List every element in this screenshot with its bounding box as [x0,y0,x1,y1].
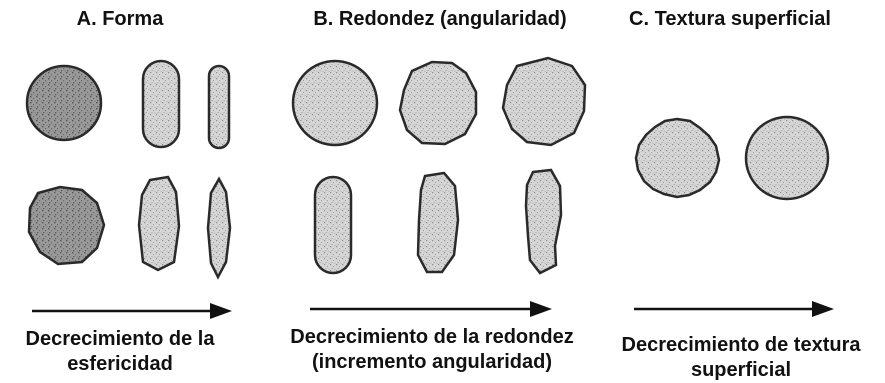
grain-b-rod-angular [524,168,563,275]
panel-b-caption: Decrecimiento de la redondez (incremento… [262,325,602,375]
grain-a-rod-thin [207,64,231,150]
panel-b-caption-line2: (incremento angularidad) [311,351,553,373]
panel-c-caption-line2: superficial [690,359,792,381]
panel-c-shapes [634,115,830,201]
grain-a-rod-medium [141,59,181,149]
grain-c-smooth [744,115,830,201]
arrow-c [634,301,834,317]
grain-b-rod-round [313,175,353,275]
arrow-a [32,303,232,319]
grain-c-rough [634,117,721,199]
panel-b-title: B. Redondez (angularidad) [313,8,567,30]
grain-b-angular [501,56,587,147]
panel-a-caption: Decrecimiento de la esfericidad [0,327,240,377]
panel-a-title: A. Forma [76,8,164,30]
grain-a-sphere [25,64,103,142]
grain-b-subround [398,60,478,146]
panel-a-caption-line2: esfericidad [67,353,173,375]
panel-c-caption: Decrecimiento de textura superficial [598,333,884,383]
grain-a-elongated [137,175,181,272]
panel-c-caption-line1: Decrecimiento de textura [621,334,861,356]
panel-a-shapes [25,59,232,280]
panel-b-shapes [291,56,587,275]
panel-a-caption-line1: Decrecimiento de la [25,328,215,350]
grain-b-rod-subangular [416,171,460,274]
panel-b-caption-line1: Decrecimiento de la redondez [290,326,574,348]
arrow-b [310,301,552,317]
grain-a-sliver [206,176,232,280]
grain-a-irregular [27,185,106,266]
panel-c-title: C. Textura superficial [629,8,831,30]
grain-b-round [291,59,379,147]
